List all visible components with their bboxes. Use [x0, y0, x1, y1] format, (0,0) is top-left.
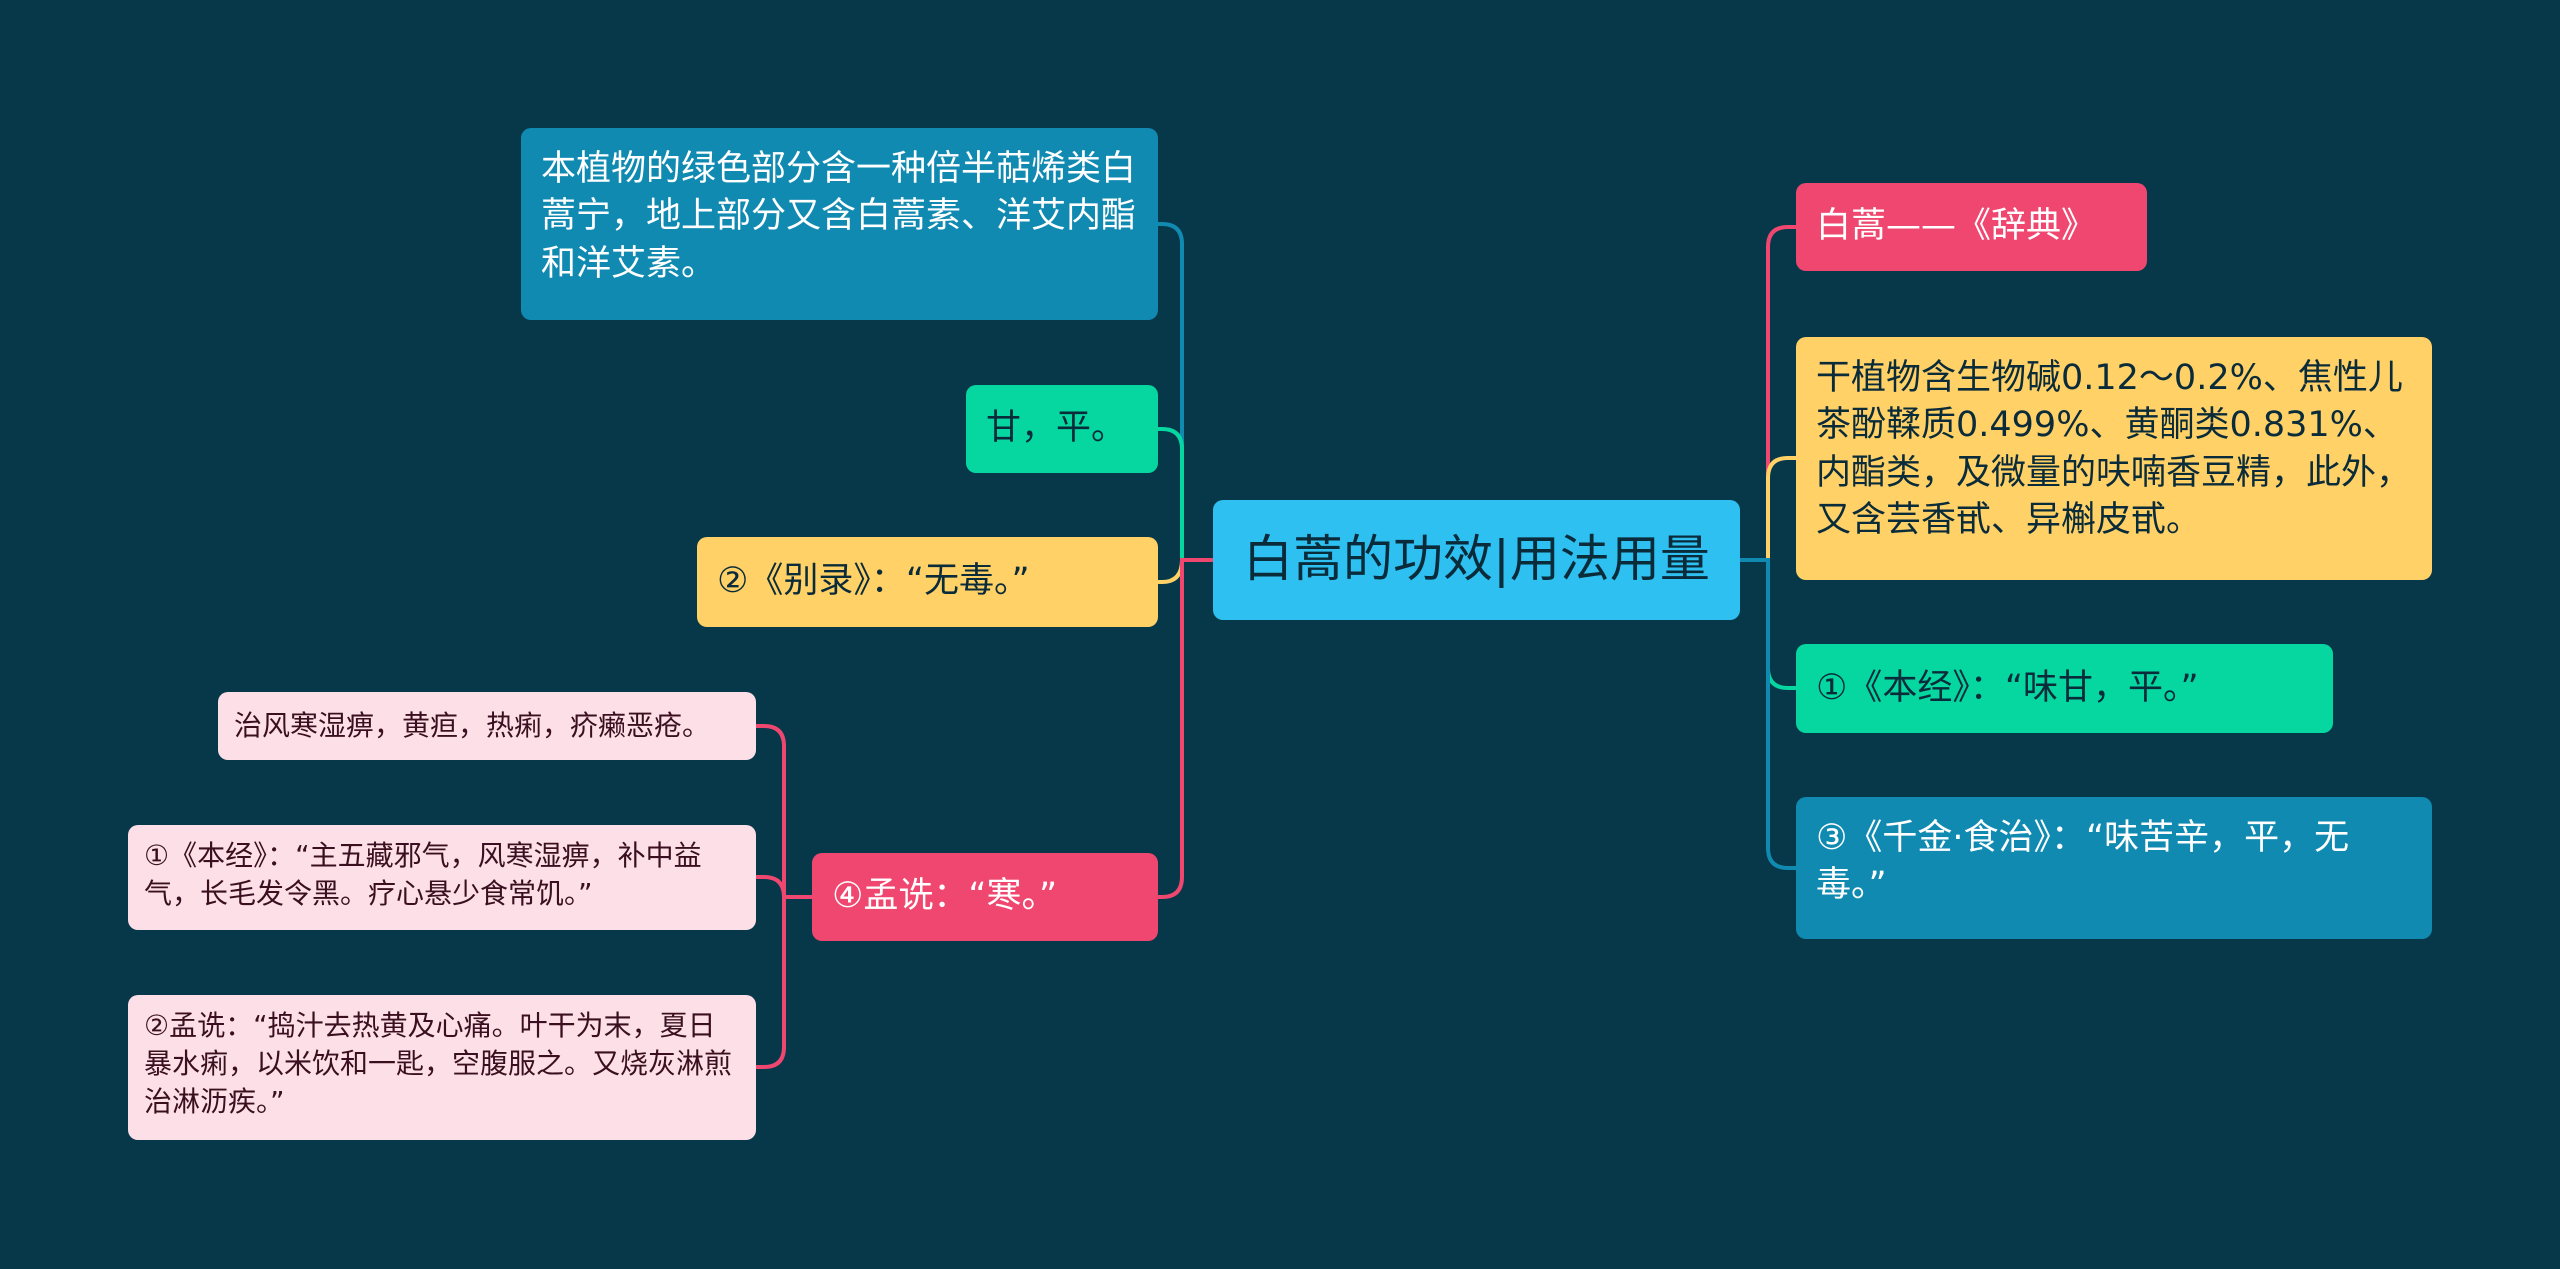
- link-center-alk: [1740, 456, 1796, 562]
- node-benjing-taste[interactable]: ①《本经》：“味甘，平。”: [1796, 644, 2333, 733]
- link-center-qianj: [1740, 558, 1796, 870]
- node-taste-property[interactable]: 甘，平。: [966, 385, 1158, 473]
- node-benjing-usage[interactable]: ①《本经》：“主五藏邪气，风寒湿痹，补中益气，长毛发令黑。疗心悬少食常饥。”: [128, 825, 756, 930]
- link-mengs-leaf1: [756, 724, 812, 899]
- center-topic[interactable]: 白蒿的功效|用法用量: [1213, 500, 1740, 620]
- node-alkaloid-content[interactable]: 干植物含生物碱0.12～0.2%、焦性儿茶酚鞣质0.499%、黄酮类0.831%…: [1796, 337, 2432, 580]
- link-center-cidian: [1740, 225, 1796, 562]
- node-chemical-constituents[interactable]: 本植物的绿色部分含一种倍半萜烯类白蒿宁，地上部分又含白蒿素、洋艾内酯和洋艾素。: [521, 128, 1158, 320]
- link-center-bielu: [1158, 558, 1213, 584]
- link-center-mengs: [1158, 558, 1213, 899]
- node-qianjin[interactable]: ③《千金·食治》：“味苦辛，平，无毒。”: [1796, 797, 2432, 939]
- link-center-chem: [1158, 222, 1213, 562]
- link-mengs-leaf3: [756, 895, 812, 1069]
- link-center-gan: [1158, 427, 1213, 562]
- node-mengshen[interactable]: ④孟诜：“寒。”: [812, 853, 1158, 941]
- node-mengshen-usage[interactable]: ②孟诜：“捣汁去热黄及心痛。叶干为末，夏日暴水痢，以米饮和一匙，空腹服之。又烧灰…: [128, 995, 756, 1140]
- node-bielu[interactable]: ②《别录》：“无毒。”: [697, 537, 1158, 627]
- node-cidian[interactable]: 白蒿——《辞典》: [1796, 183, 2147, 271]
- node-indications[interactable]: 治风寒湿痹，黄疸，热痢，疥癞恶疮。: [218, 692, 756, 760]
